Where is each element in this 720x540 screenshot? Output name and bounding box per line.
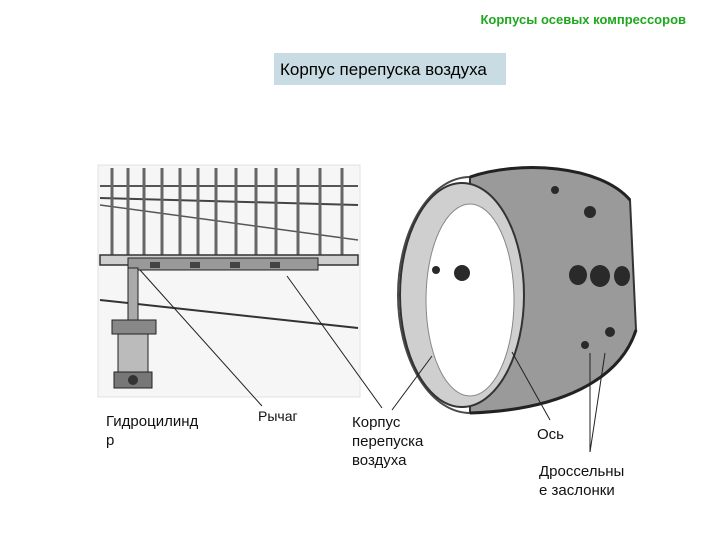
label-hydraulic-cylinder-line2: р: [106, 432, 115, 449]
compressor-mechanism-drawing: [97, 164, 361, 398]
bypass-ring-housing-photo: [397, 166, 638, 415]
slide-title: Корпус перепуска воздуха: [280, 60, 487, 79]
label-hydraulic-cylinder-line1: Гидроцилинд: [106, 413, 199, 430]
slide-header: Корпусы осевых компрессоров: [480, 12, 686, 27]
label-bypass-housing: Корпус перепуска воздуха: [352, 413, 472, 470]
label-throttle-valves-line2: е заслонки: [539, 482, 615, 499]
label-axis: Ось: [537, 426, 564, 443]
label-bypass-housing-line3: воздуха: [352, 452, 407, 469]
title-highlight: [274, 53, 506, 85]
label-lever: Рычаг: [258, 408, 298, 424]
label-throttle-valves: Дроссельны е заслонки: [539, 462, 659, 500]
label-bypass-housing-line2: перепуска: [352, 433, 424, 450]
label-hydraulic-cylinder: Гидроцилинд р: [106, 412, 236, 450]
label-throttle-valves-line1: Дроссельны: [539, 463, 625, 480]
leader-lines: [139, 269, 606, 453]
label-bypass-housing-line1: Корпус: [352, 414, 401, 431]
